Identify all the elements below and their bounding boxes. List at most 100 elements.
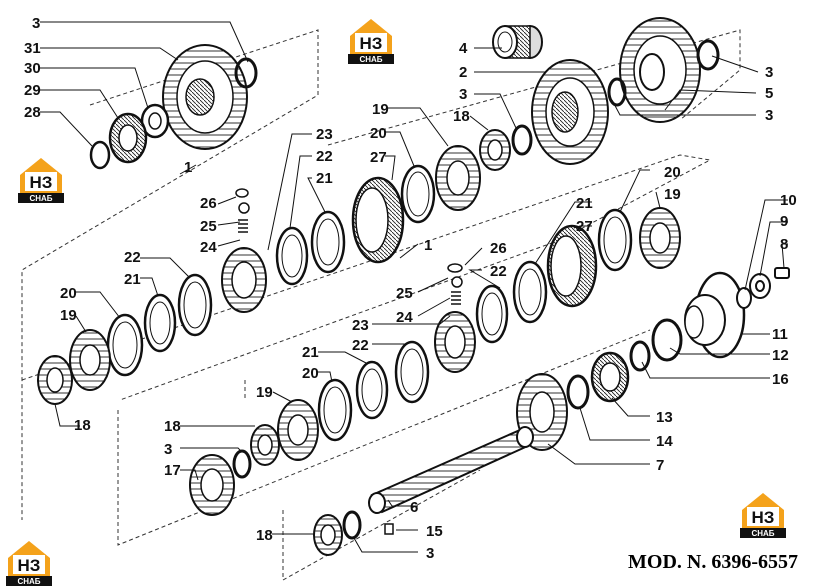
part-label-18: 18 [164, 418, 181, 435]
part-label-20: 20 [60, 285, 77, 302]
part-label-3: 3 [765, 107, 773, 124]
gear-17 [189, 454, 235, 516]
part-label-22: 22 [352, 337, 369, 354]
ring-20-right [597, 208, 633, 272]
part-label-22: 22 [316, 148, 333, 165]
gear-19-left [69, 329, 111, 391]
part-label-31: 31 [24, 40, 41, 57]
detent-24-25-26-upper [235, 188, 250, 233]
part-label-22: 22 [124, 249, 141, 266]
assembly-axis-lines [21, 29, 741, 581]
logo-letters: НЗ [360, 34, 383, 53]
part-labels: 3313029281423183531920272322212625242221… [24, 15, 797, 562]
ring-20-left [106, 313, 144, 377]
part-label-17: 17 [164, 462, 181, 479]
ring-20-lower [317, 378, 353, 442]
cone-21-right [512, 260, 548, 324]
part-label-11: 11 [772, 326, 788, 343]
part-label-3: 3 [459, 86, 467, 103]
ring-14 [566, 374, 590, 410]
part-label-20: 20 [370, 125, 387, 142]
flange-11 [684, 271, 746, 359]
cone-22-upper [275, 226, 309, 286]
gear-5 [619, 17, 701, 123]
part-label-24: 24 [396, 309, 413, 326]
part-label-29: 29 [24, 82, 41, 99]
part-label-27: 27 [370, 149, 387, 166]
pin-15 [384, 523, 394, 535]
washers-8-9-10 [736, 267, 790, 309]
part-label-3: 3 [426, 545, 434, 562]
gear-2 [531, 59, 609, 165]
part-label-21: 21 [302, 344, 319, 361]
part-label-1: 1 [184, 159, 192, 176]
part-label-21: 21 [576, 195, 593, 212]
cone-21-lower [355, 360, 389, 420]
part-label-25: 25 [200, 218, 217, 235]
hub-23-right [434, 311, 476, 373]
part-label-2: 2 [459, 64, 467, 81]
part-label-26: 26 [200, 195, 217, 212]
part-label-21: 21 [316, 170, 333, 187]
part-label-15: 15 [426, 523, 443, 540]
part-label-7: 7 [656, 457, 664, 474]
cone-22-left [177, 273, 213, 337]
gear-31 [162, 44, 248, 150]
part-label-3: 3 [164, 441, 172, 458]
part-label-30: 30 [24, 60, 41, 77]
rings-3-top-right [511, 39, 720, 156]
part-label-10: 10 [780, 192, 797, 209]
bearing-13 [590, 351, 630, 403]
sleeve-27-right [546, 224, 598, 308]
part-label-19: 19 [60, 307, 77, 324]
part-label-24: 24 [200, 239, 217, 256]
part-label-19: 19 [256, 384, 273, 401]
part-label-8: 8 [780, 236, 788, 253]
ring-3-bottom [342, 510, 362, 540]
cone-21-upper [310, 210, 346, 274]
hub-18-lower [250, 424, 280, 466]
circlip-28 [89, 140, 111, 170]
hub-18-bottom [313, 514, 343, 556]
leader-lines [40, 21, 788, 553]
logo-letters: НЗ [18, 556, 41, 575]
bearing-29 [108, 112, 148, 164]
ring-20-upper [400, 164, 436, 224]
gear-19-lower [277, 399, 319, 461]
part-label-13: 13 [656, 409, 673, 426]
part-label-18: 18 [74, 417, 91, 434]
part-label-9: 9 [780, 213, 788, 230]
model-number: MOD. N. 6396-6557 [628, 551, 798, 573]
gear-19-upper [435, 145, 481, 211]
part-label-1: 1 [424, 237, 432, 254]
ring-3-lower [232, 449, 252, 479]
part-label-16: 16 [772, 371, 789, 388]
sleeve-27-upper [351, 176, 405, 264]
part-label-28: 28 [24, 104, 41, 121]
logo-sub: СНАБ [751, 529, 774, 538]
part-label-25: 25 [396, 285, 413, 302]
ring-3-top [234, 57, 258, 89]
part-label-19: 19 [372, 101, 389, 118]
part-label-18: 18 [256, 527, 273, 544]
part-label-12: 12 [772, 347, 789, 364]
cone-22-lower [394, 340, 430, 404]
cone-21-left [143, 293, 177, 353]
part-label-3: 3 [765, 64, 773, 81]
logo-letters: НЗ [752, 508, 775, 527]
part-label-5: 5 [765, 85, 773, 102]
part-label-3: 3 [32, 15, 40, 32]
hub-18-left [37, 355, 73, 405]
needle-bearing-4 [492, 25, 543, 59]
rings-12-16 [629, 318, 683, 372]
part-label-20: 20 [302, 365, 319, 382]
logo-letters: НЗ [30, 173, 53, 192]
gear-19-right [639, 207, 681, 269]
brand-logo-bottom-right: НЗ СНАБ [738, 490, 788, 538]
part-label-23: 23 [316, 126, 333, 143]
part-label-20: 20 [664, 164, 681, 181]
